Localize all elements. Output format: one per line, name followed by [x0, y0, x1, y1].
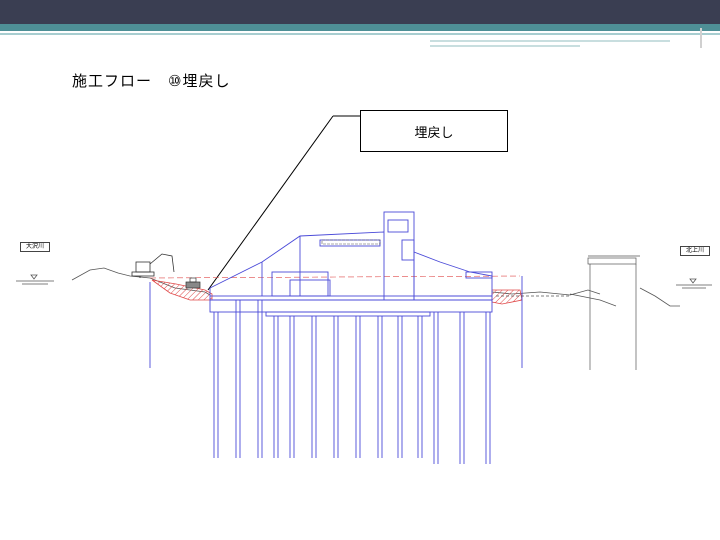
foundation-piles — [213, 300, 491, 464]
slide-title: 施工フロー ⑩埋戻し — [72, 72, 231, 90]
callout-leader — [207, 115, 334, 291]
excavator-icon — [131, 253, 175, 278]
decor-line-2 — [430, 45, 580, 47]
backfill-right — [491, 289, 523, 305]
header-bar — [0, 0, 720, 24]
right-embankment — [496, 255, 640, 370]
decor-line-1 — [430, 40, 670, 42]
sheet-piles — [149, 276, 523, 368]
accent-line — [0, 33, 720, 35]
bulldozer-icon — [185, 277, 201, 289]
gate-structure — [209, 211, 493, 317]
backfill-callout-label: 埋戻し — [414, 125, 454, 141]
top-blocks — [321, 239, 381, 245]
decor-tick — [700, 28, 702, 48]
accent-band — [0, 24, 720, 31]
left-water-level-icon — [16, 274, 54, 285]
left-river-label: 大沢川 — [20, 242, 50, 252]
right-water-level-icon — [676, 278, 712, 289]
design-line — [149, 275, 521, 279]
right-river-label: 北上川 — [680, 246, 710, 256]
backfill-left — [151, 279, 213, 301]
backfill-callout: 埋戻し — [360, 110, 508, 152]
